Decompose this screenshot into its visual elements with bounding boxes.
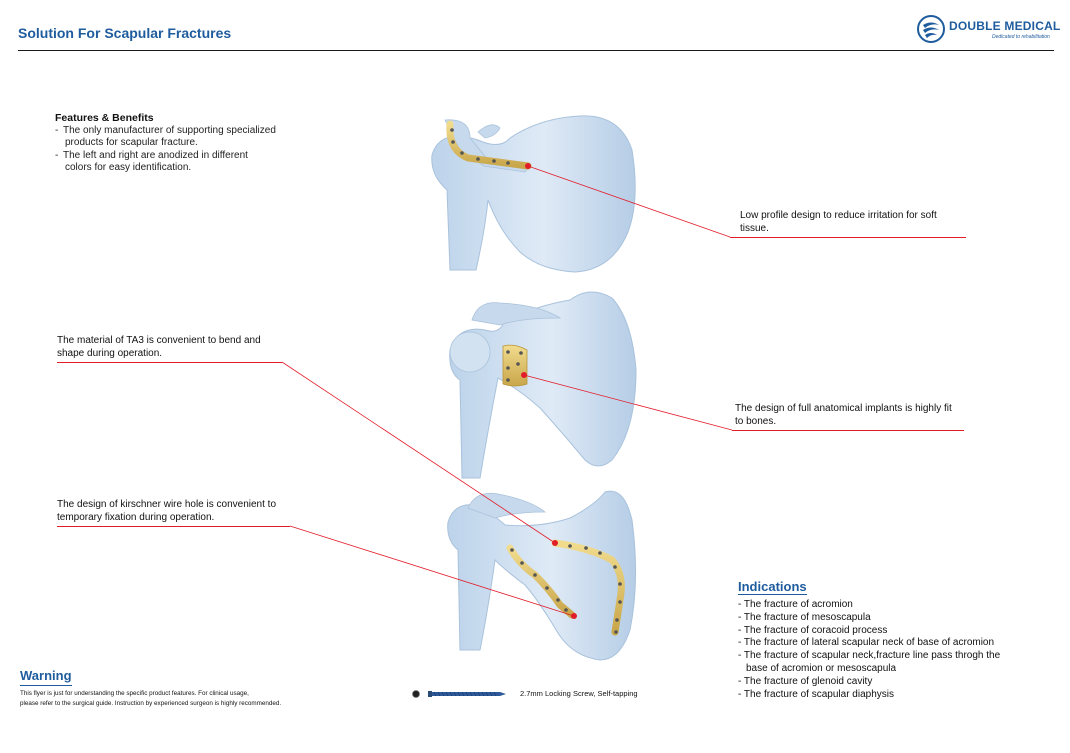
callout-ta3-material: The material of TA3 is convenient to ben… (57, 335, 297, 360)
list-item: - The fracture of glenoid cavity (738, 675, 873, 687)
callout-text: The design of kirschner wire hole is con… (57, 499, 277, 510)
list-item: - The fracture of scapular neck,fracture… (738, 650, 1038, 676)
list-item: - The fracture of coracoid process (738, 624, 888, 636)
callout-text: tissue. (740, 222, 769, 234)
list-item: - The fracture of acromion (738, 599, 853, 610)
feature-text-cont: products for scapular fracture. (65, 137, 198, 148)
header-divider (18, 50, 1054, 51)
callout-anatomical-fit: The design of full anatomical implants i… (735, 403, 975, 428)
list-item: - The fracture of scapular diaphysis (738, 688, 895, 700)
warning-line: please refer to the surgical guide. Inst… (20, 700, 282, 707)
callout-rule (57, 526, 290, 527)
indications-title: Indications (738, 579, 807, 595)
feature-text: The left and right are anodized in diffe… (63, 149, 248, 161)
callout-text: The material of TA3 is convenient to ben… (57, 335, 261, 346)
feature-item: -The left and right are anodized in diff… (55, 150, 315, 175)
logo-text: DOUBLE MEDICAL (949, 19, 1061, 33)
logo-tagline: Dedicated to rehabilitation (992, 34, 1050, 40)
screw-label: 2.7mm Locking Screw, Self-tapping (520, 689, 638, 698)
list-item: - The fracture of mesoscapula (738, 611, 871, 623)
scapula-illustration-2 (449, 291, 637, 479)
features-title: Features & Benefits (55, 112, 154, 124)
indications: Indications - The fracture of acromion -… (738, 578, 1038, 701)
callout-low-profile: Low profile design to reduce irritation … (740, 210, 970, 235)
callout-text: shape during operation. (57, 347, 163, 359)
feature-item: -The only manufacturer of supporting spe… (55, 125, 315, 150)
double-medical-logo-icon (917, 15, 945, 43)
implant-plate (551, 539, 625, 636)
implant-plate (502, 344, 528, 387)
feature-text-cont: colors for easy identification. (65, 162, 192, 173)
callout-text: to bones. (735, 415, 777, 427)
list-item-text: - The fracture of scapular neck,fracture… (738, 650, 1001, 662)
callout-text: The design of full anatomical implants i… (735, 403, 952, 414)
warning-underline (20, 685, 72, 686)
screw-icon (412, 690, 506, 698)
features-benefits: Features & Benefits -The only manufactur… (55, 112, 315, 175)
implant-plate (446, 120, 532, 170)
warning-line: This flyer is just for understanding the… (20, 690, 249, 697)
callout-text: Low profile design to reduce irritation … (740, 210, 937, 221)
callout-rule (732, 430, 964, 431)
scapula-illustration-1 (431, 115, 636, 273)
callout-text: temporary fixation during operation. (57, 511, 215, 523)
brand-logo: DOUBLE MEDICAL Dedicated to rehabilitati… (916, 14, 1060, 44)
callout-rule (57, 362, 282, 363)
page-title: Solution For Scapular Fractures (18, 25, 232, 41)
scapula-illustration-3 (447, 490, 637, 661)
list-item-text-cont: base of acromion or mesoscapula (746, 662, 897, 674)
screw-legend: 2.7mm Locking Screw, Self-tapping (412, 686, 652, 702)
callout-kirschner-wire: The design of kirschner wire hole is con… (57, 499, 307, 524)
warning-title: Warning (20, 668, 72, 683)
warning-text: This flyer is just for understanding the… (20, 689, 340, 709)
callout-rule (730, 237, 966, 238)
list-item: - The fracture of lateral scapular neck … (738, 637, 995, 649)
indications-list: - The fracture of acromion - The fractur… (738, 599, 1038, 701)
feature-text: The only manufacturer of supporting spec… (63, 124, 276, 136)
